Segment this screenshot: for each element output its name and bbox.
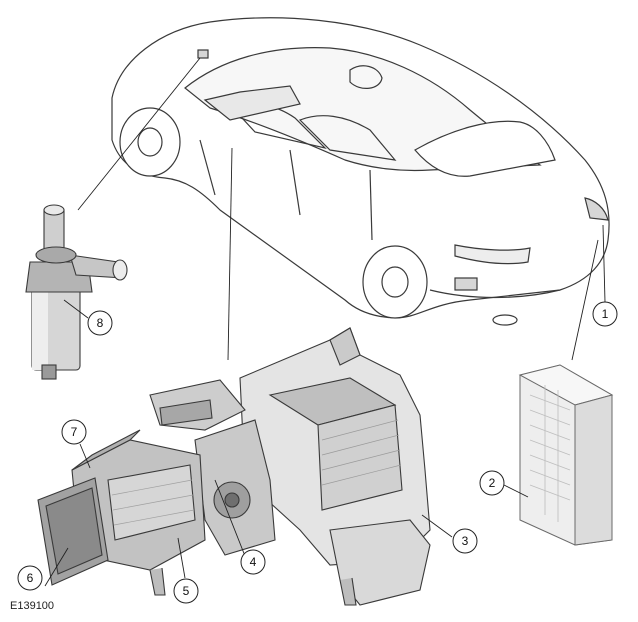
callout-6: 6 — [17, 565, 43, 591]
callout-7-label: 7 — [71, 425, 78, 439]
callout-7: 7 — [61, 419, 87, 445]
leader-2 — [499, 482, 529, 498]
callout-2: 2 — [479, 470, 505, 496]
callout-8-label: 8 — [97, 316, 104, 330]
callout-4-label: 4 — [250, 555, 257, 569]
callout-8: 8 — [87, 310, 113, 336]
callout-5-label: 5 — [183, 584, 190, 598]
leader-lines — [44, 57, 606, 587]
callout-3-label: 3 — [462, 534, 469, 548]
callout-4: 4 — [240, 549, 266, 575]
callout-6-label: 6 — [27, 571, 34, 585]
vehicle-illustration — [111, 17, 610, 326]
hvac-assembly-illustration — [37, 327, 431, 606]
callout-1-label: 1 — [602, 307, 609, 321]
callout-1: 1 — [592, 301, 618, 327]
leader-1 — [602, 224, 606, 303]
leader-7 — [79, 443, 91, 469]
leader-5 — [177, 537, 186, 579]
leader-8 — [63, 299, 89, 319]
callout-2-label: 2 — [489, 476, 496, 490]
leader-vehicle-to-hvac — [227, 147, 233, 361]
leader-3 — [421, 514, 453, 538]
figure-id: E139100 — [10, 600, 55, 612]
callout-5: 5 — [173, 578, 199, 604]
auxiliary-pump-illustration — [25, 204, 128, 380]
control-module-illustration — [518, 364, 614, 546]
leader-vehicle-to-module — [571, 239, 599, 361]
callout-bubbles: 1 2 3 4 5 6 7 — [17, 301, 618, 604]
leader-6 — [44, 547, 69, 587]
callout-3: 3 — [452, 528, 478, 554]
leader-vehicle-to-pump — [77, 57, 201, 211]
leader-4 — [214, 479, 246, 557]
